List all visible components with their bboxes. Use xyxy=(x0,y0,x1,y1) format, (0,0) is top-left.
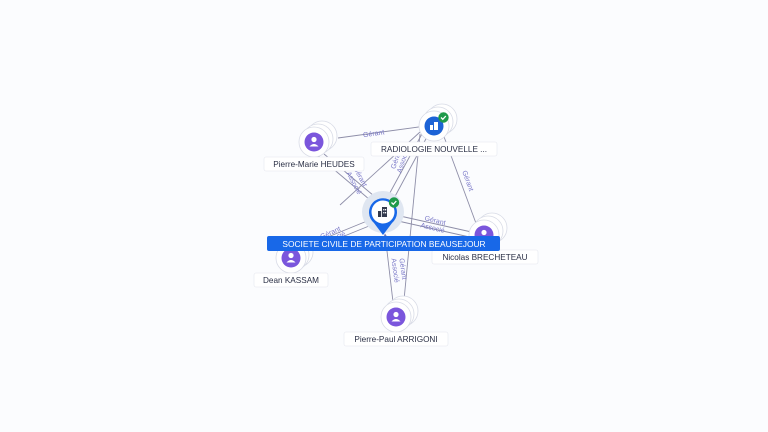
person-icon-body xyxy=(286,260,296,263)
edge-brecheteau-main-2 xyxy=(397,219,475,239)
node-label-arrigoni: Pierre-Paul ARRIGONI xyxy=(354,335,437,344)
node-label-heudes: Pierre-Marie HEUDES xyxy=(273,160,355,169)
building-icon-part xyxy=(434,122,438,130)
main-company-label: SOCIETE CIVILE DE PARTICIPATION BEAUSEJO… xyxy=(282,239,485,249)
label-bg xyxy=(370,141,498,157)
edge-label: Gérant xyxy=(363,129,385,139)
edge-arrigoni-radiologie xyxy=(403,133,421,301)
building-icon xyxy=(378,211,382,217)
node-radiologie[interactable]: RADIOLOGIE NOUVELLE ... xyxy=(370,103,498,157)
person-icon-head xyxy=(288,252,294,259)
person-icon-head xyxy=(311,136,317,143)
person-icon-body xyxy=(309,144,319,147)
edge-label: Gérant xyxy=(460,170,474,193)
person-icon-head xyxy=(481,229,487,236)
node-main-company[interactable]: SOCIETE CIVILE DE PARTICIPATION BEAUSEJO… xyxy=(267,191,500,251)
main-label-bg xyxy=(267,236,500,251)
check-badge-icon xyxy=(438,112,449,123)
check-badge-icon xyxy=(388,197,400,208)
label-bg xyxy=(343,331,449,347)
edge-label: Gérant xyxy=(424,215,447,227)
edge-label: Gérant xyxy=(397,258,407,280)
building-icon-part xyxy=(430,125,433,130)
node-label-radiologie: RADIOLOGIE NOUVELLE ... xyxy=(381,145,487,154)
check-mark xyxy=(391,200,397,206)
building-window xyxy=(383,209,385,211)
label-bg xyxy=(253,272,329,288)
building-icon-part xyxy=(382,207,387,217)
node-label-kassam: Dean KASSAM xyxy=(263,276,319,285)
building-window xyxy=(383,212,385,214)
building-window xyxy=(385,209,387,211)
node-heudes[interactable]: Pierre-Marie HEUDES xyxy=(263,120,365,172)
check-mark xyxy=(440,115,447,121)
edge-label: Associé xyxy=(389,258,399,283)
person-icon-body xyxy=(391,319,401,322)
node-arrigoni[interactable]: Pierre-Paul ARRIGONI xyxy=(343,295,449,347)
label-bg xyxy=(263,156,365,172)
node-label-brecheteau: Nicolas BRECHETEAU xyxy=(442,253,527,262)
edge-heudes-radiologie xyxy=(337,124,427,139)
edge-brecheteau-main xyxy=(399,214,477,234)
building-window xyxy=(385,212,387,214)
person-icon-head xyxy=(393,311,399,318)
